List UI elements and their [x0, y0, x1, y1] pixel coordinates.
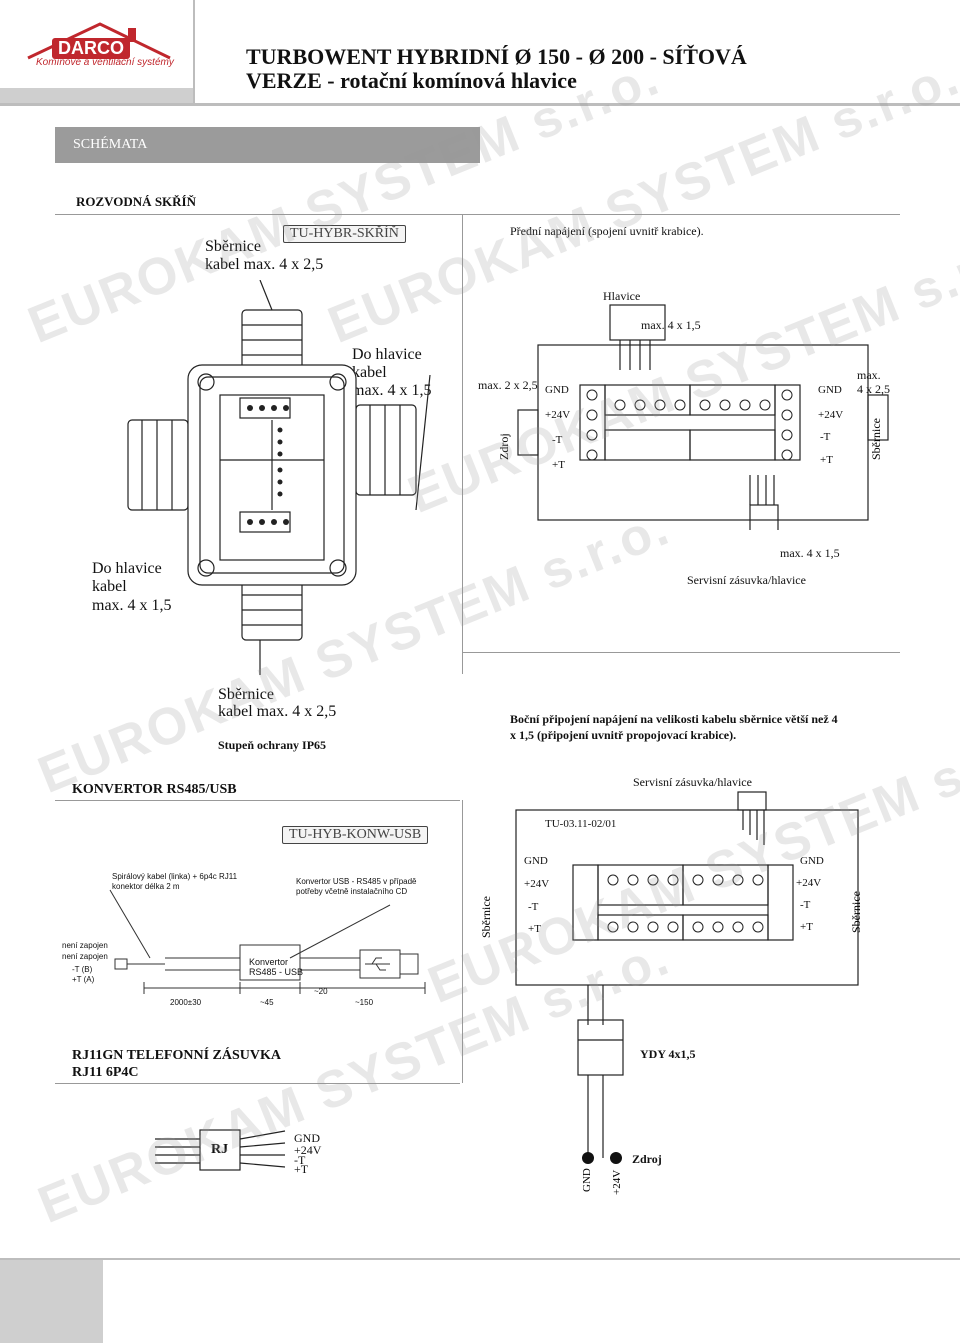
- front-hlavice-label: Hlavice: [603, 289, 641, 303]
- title-line-1: TURBOWENT HYBRIDNÍ Ø 150 - Ø 200 - SÍŤOV…: [246, 44, 747, 69]
- konvertor-note-right-2: potřeby včetně instalačního CD: [296, 887, 408, 896]
- front-power-board: GND +24V -T +T GND +24V -T +T Zdroj Sběr…: [497, 304, 889, 530]
- divider: [462, 214, 463, 674]
- rozvodna-heading: ROZVODNÁ SKŘÍŇ: [76, 194, 197, 209]
- section-title: SCHÉMATA: [55, 127, 480, 163]
- side-24v-left: +24V: [524, 878, 549, 890]
- konvertor-pin-4: +T (A): [72, 975, 95, 984]
- side-mt-left: -T: [528, 901, 539, 913]
- front-max-top: max. 4 x 1,5: [641, 318, 701, 332]
- front-24v-right: +24V: [818, 409, 843, 421]
- rozvodna-left-label-3: max. 4 x 1,5: [92, 597, 172, 614]
- side-zdroj-label: Zdroj: [632, 1152, 662, 1166]
- rj11-wire-mt: -T: [294, 1153, 306, 1167]
- front-pt-left: +T: [552, 459, 565, 471]
- konvertor-note-left-2: konektor délka 2 m: [112, 882, 180, 891]
- konvertor-pin-3: -T (B): [72, 965, 93, 974]
- rj11-wire-24v: +24V: [294, 1143, 322, 1157]
- usb-icon: [365, 957, 390, 971]
- rj11-socket-diagram: [155, 1129, 286, 1171]
- rozvodna-left-label-2: kabel: [92, 578, 127, 595]
- side-pt-right: +T: [800, 921, 813, 933]
- side-24v-right: +24V: [796, 877, 821, 889]
- konvertor-note-left-1: Spirálový kabel (linka) + 6p4c RJ11: [112, 872, 238, 881]
- divider: [462, 800, 463, 1083]
- front-max-right-1: max.: [857, 368, 881, 382]
- divider: [55, 800, 460, 801]
- page-title: TURBOWENT HYBRIDNÍ Ø 150 - Ø 200 - SÍŤOV…: [246, 45, 747, 93]
- footer-grey-block: [0, 1260, 103, 1343]
- front-gnd-right: GND: [818, 384, 842, 396]
- side-power-board: GND +24V -T +T GND +24V -T +T Sběrnice S…: [479, 791, 863, 1195]
- rozvodna-right-label-1: Do hlavice: [352, 346, 422, 363]
- rozvodna-right-label-3: max. 4 x 1,5: [352, 382, 432, 399]
- konvertor-dim-4: ~20: [314, 987, 328, 996]
- front-servis-label: Servisní zásuvka/hlavice: [687, 573, 806, 587]
- front-sbernice-label: Sběrnice: [869, 418, 883, 460]
- side-power-caption-1: Boční připojení napájení na velikosti ka…: [510, 712, 838, 726]
- konvertor-note-right-1: Konvertor USB - RS485 v případě: [296, 877, 417, 886]
- rozvodna-right-label-2: kabel: [352, 364, 387, 381]
- side-board-label: TU-03.11-02/01: [545, 818, 617, 830]
- rozvodna-bottom-label-2: kabel max. 4 x 2,5: [218, 703, 337, 720]
- divider: [55, 214, 900, 215]
- logo-tagline: Komínové a ventilační systémy: [36, 57, 174, 68]
- front-power-caption: Přední napájení (spojení uvnitř krabice)…: [510, 224, 704, 238]
- rozvodna-box-label: TU-HYBR-SKŘÍŇ: [283, 225, 406, 243]
- rj11-wire-gnd: GND: [294, 1131, 320, 1145]
- rj11-rj-label: RJ: [211, 1142, 229, 1157]
- konvertor-device-2: RS485 - USB: [249, 967, 304, 977]
- rozvodna-left-label-1: Do hlavice: [92, 560, 162, 577]
- rj11-wire-pt: +T: [294, 1162, 309, 1176]
- front-pt-right: +T: [820, 454, 833, 466]
- konvertor-diagram: [109, 889, 426, 994]
- divider: [462, 652, 900, 653]
- side-power-caption-2: x 1,5 (připojení uvnitř propojovací krab…: [510, 728, 737, 742]
- front-zdroj-label: Zdroj: [497, 433, 511, 460]
- rozvodna-top-label-2: kabel max. 4 x 2,5: [205, 256, 324, 273]
- front-max-left: max. 2 x 2,5: [478, 378, 538, 392]
- side-gnd-left: GND: [524, 855, 548, 867]
- divider: [55, 1083, 460, 1084]
- konvertor-heading: KONVERTOR RS485/USB: [72, 782, 237, 797]
- side-gnd-right: GND: [800, 855, 824, 867]
- header-grey-strip: [0, 88, 195, 106]
- footer-divider: [0, 1258, 960, 1260]
- front-mt-left: -T: [552, 434, 563, 446]
- front-24v-left: +24V: [545, 409, 570, 421]
- front-gnd-left: GND: [545, 384, 569, 396]
- rozvodna-bottom-label-1: Sběrnice: [218, 686, 274, 703]
- rozvodna-top-label-1: Sběrnice: [205, 238, 261, 255]
- side-mt-right: -T: [800, 899, 811, 911]
- konvertor-dim-3: ~150: [355, 998, 374, 1007]
- front-max-right-2: 4 x 2,5: [857, 382, 890, 396]
- side-sbernice-right: Sběrnice: [849, 891, 863, 933]
- konvertor-box-label: TU-HYB-KONW-USB: [282, 826, 429, 844]
- side-servis-label: Servisní zásuvka/hlavice: [633, 775, 752, 789]
- side-24v-bottom: +24V: [611, 1170, 623, 1195]
- side-gnd-bottom: GND: [581, 1168, 593, 1192]
- side-sbernice-left: Sběrnice: [479, 896, 493, 938]
- rj11-heading-1: RJ11GN TELEFONNÍ ZÁSUVKA: [72, 1048, 282, 1063]
- side-pt-left: +T: [528, 923, 541, 935]
- header-vertical-divider: [193, 0, 195, 106]
- header-divider: [0, 103, 960, 106]
- konvertor-pin-2: není zapojen: [62, 952, 108, 961]
- rj11-heading-2: RJ11 6P4C: [72, 1065, 139, 1080]
- logo-brand: DARCO: [52, 38, 130, 59]
- front-mt-right: -T: [820, 431, 831, 443]
- front-max-bottom: max. 4 x 1,5: [780, 546, 840, 560]
- side-ydy-label: YDY 4x1,5: [640, 1047, 696, 1061]
- rozvodna-protection: Stupeň ochrany IP65: [218, 738, 327, 752]
- konvertor-dim-1: 2000±30: [170, 998, 202, 1007]
- konvertor-pin-1: není zapojen: [62, 941, 108, 950]
- konvertor-dim-2: ~45: [260, 998, 274, 1007]
- title-line-2: VERZE - rotační komínová hlavice: [246, 68, 577, 93]
- junction-box-diagram: [127, 280, 431, 675]
- konvertor-device-1: Konvertor: [249, 957, 289, 967]
